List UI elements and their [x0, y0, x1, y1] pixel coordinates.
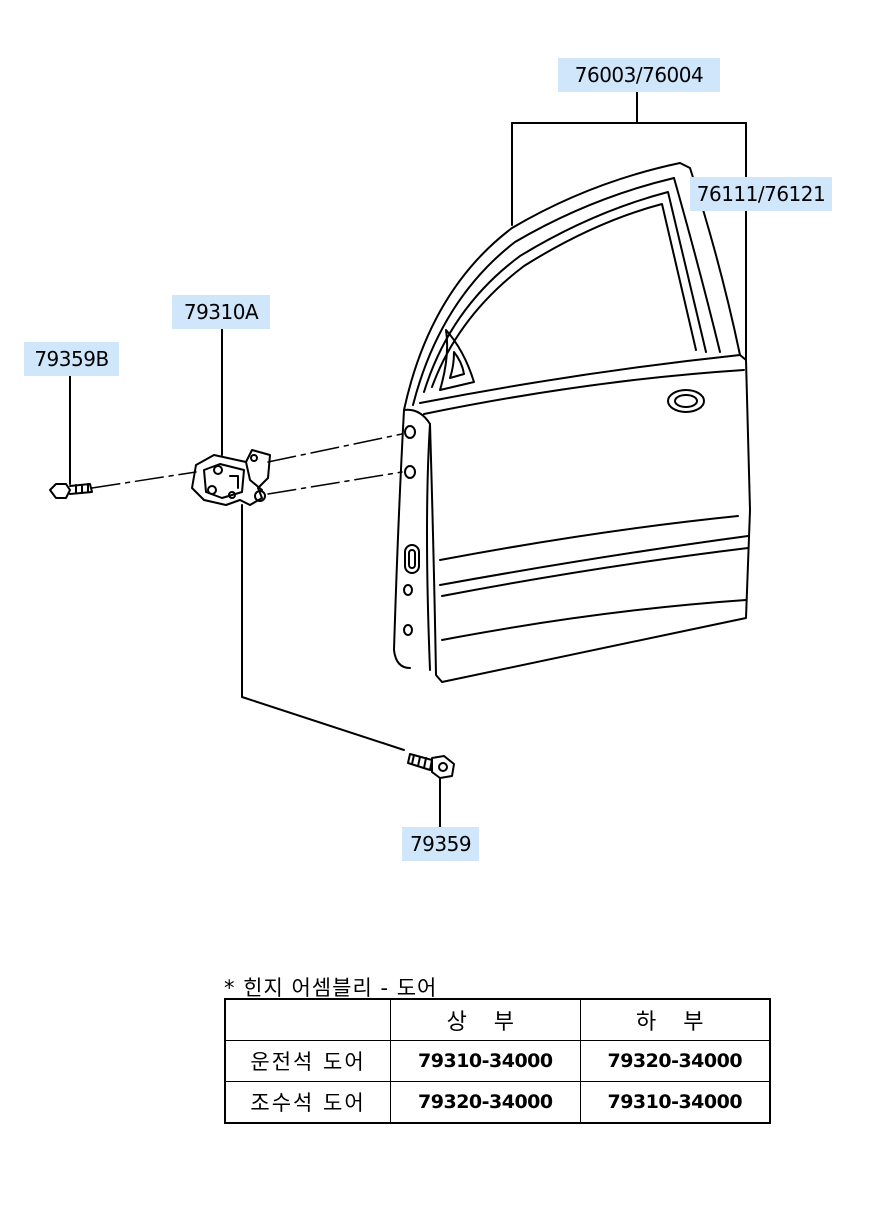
bolt-79359b — [49, 483, 93, 499]
assembly-lines — [91, 433, 403, 495]
table-header-row: 상 부 하 부 — [224, 998, 771, 1041]
leaders — [69, 327, 441, 829]
part-number-cell[interactable]: 79310-34000 — [579, 1081, 771, 1124]
callout-bolt-79359b[interactable]: 79359B — [24, 342, 119, 376]
table-header-upper: 상 부 — [390, 998, 581, 1041]
callout-bolt-79359[interactable]: 79359 — [402, 827, 479, 861]
row-label-driver-door: 운전석 도어 — [224, 1040, 392, 1082]
callout-door-assy[interactable]: 76003/76004 — [558, 58, 720, 92]
part-number-cell[interactable]: 79310-34000 — [390, 1040, 581, 1082]
table-row: 운전석 도어 79310-34000 79320-34000 — [224, 1040, 771, 1082]
table-row: 조수석 도어 79320-34000 79310-34000 — [224, 1081, 771, 1124]
hinge-part-table: 상 부 하 부 운전석 도어 79310-34000 79320-34000 조… — [224, 998, 771, 1124]
row-label-passenger-door: 조수석 도어 — [224, 1081, 392, 1124]
part-number-cell[interactable]: 79320-34000 — [390, 1081, 581, 1124]
front-door-panel — [393, 162, 751, 683]
door-hinge-assy — [191, 449, 271, 506]
part-number-cell[interactable]: 79320-34000 — [579, 1040, 771, 1082]
leader-door-assy — [511, 89, 747, 361]
hinge-assy-note: * 힌지 어셈블리 - 도어 — [224, 976, 438, 1000]
table-header-blank — [224, 998, 392, 1041]
table-header-lower: 하 부 — [579, 998, 771, 1041]
callout-hinge-assy[interactable]: 79310A — [172, 295, 270, 329]
callout-weatherstrip[interactable]: 76111/76121 — [690, 177, 832, 211]
bolt-79359 — [407, 753, 455, 779]
